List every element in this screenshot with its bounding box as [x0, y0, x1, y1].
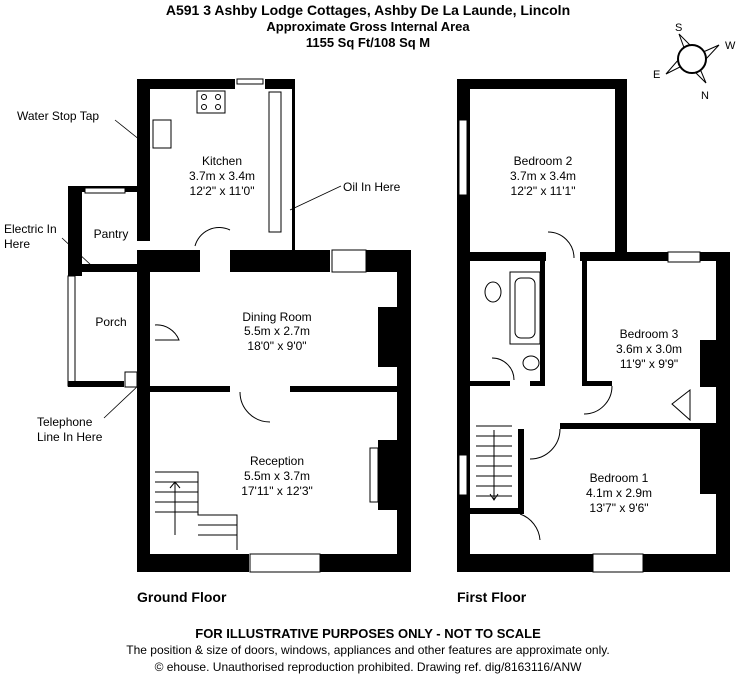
- copyright-note: © ehouse. Unauthorised reproduction proh…: [154, 660, 582, 674]
- ground-room-labels: Kitchen 3.7m x 3.4m 12'2" x 11'0" Pantry…: [94, 154, 313, 498]
- electric-here-label: Here: [4, 237, 30, 251]
- compass-n-label: N: [701, 90, 709, 102]
- bedroom3-metric: 3.6m x 3.0m: [616, 342, 682, 356]
- dining-window-icon: [331, 249, 367, 273]
- pantry-name: Pantry: [94, 227, 129, 241]
- porch-window-icon: [67, 275, 76, 387]
- cupboard-door-icon: [671, 388, 691, 422]
- compass-rose-icon: S W E N: [653, 22, 736, 102]
- bedroom1-window-icon: [592, 553, 644, 573]
- ground-floor-title: Ground Floor: [137, 589, 227, 605]
- bedroom1-metric: 4.1m x 2.9m: [586, 486, 652, 500]
- kitchen-counter-icon: [268, 91, 282, 233]
- bedroom3-window-icon: [667, 251, 701, 263]
- reception-door-swing: [239, 391, 271, 423]
- reception-window-icon: [249, 553, 321, 573]
- bedroom2-name: Bedroom 2: [514, 154, 573, 168]
- ground-floor-plan: [61, 78, 411, 573]
- gross-area: 1155 Sq Ft/108 Sq M: [305, 35, 431, 50]
- kitchen-imperial: 12'2" x 11'0": [190, 184, 255, 198]
- dining-imperial: 18'0" x 9'0": [247, 339, 306, 353]
- first-room-labels: Bedroom 2 3.7m x 3.4m 12'2" x 11'1" Bedr…: [510, 154, 682, 515]
- compass-s-label: S: [675, 22, 682, 34]
- bedroom2-metric: 3.7m x 3.4m: [510, 169, 576, 183]
- first-stairs-icon: [476, 425, 512, 501]
- dining-name: Dining Room: [242, 310, 311, 324]
- first-floor-plan: [457, 79, 730, 573]
- telephone-label: Telephone: [37, 415, 93, 429]
- compass-e-label: E: [653, 69, 660, 81]
- kitchen-window-icon: [236, 78, 264, 85]
- fireplace-icon: [369, 447, 379, 503]
- bedroom1-imperial: 13'7" x 9'6": [589, 501, 648, 515]
- hob-icon: [196, 90, 226, 114]
- dining-chimney-breast: [378, 307, 398, 367]
- ground-callouts: Water Stop Tap Oil In Here Electric In H…: [4, 109, 401, 444]
- ground-stairs-icon: [155, 471, 238, 550]
- porch-name: Porch: [95, 315, 126, 329]
- water-stop-tap-label: Water Stop Tap: [17, 109, 99, 123]
- bedroom3-imperial: 11'9" x 9'9": [620, 357, 678, 371]
- kitchen-metric: 3.7m x 3.4m: [189, 169, 255, 183]
- disclaimer: FOR ILLUSTRATIVE PURPOSES ONLY - NOT TO …: [195, 626, 541, 641]
- basin-icon: [522, 355, 540, 371]
- bedroom2-door-swing: [547, 231, 575, 259]
- bedroom3-name: Bedroom 3: [620, 327, 679, 341]
- reception-name: Reception: [250, 454, 304, 468]
- bedroom2-imperial: 12'2" x 11'1": [511, 184, 576, 198]
- plan-title: A591 3 Ashby Lodge Cottages, Ashby De La…: [165, 2, 571, 18]
- reception-imperial: 17'11" x 12'3": [241, 484, 313, 498]
- compass-w-label: W: [725, 40, 736, 52]
- kitchen-door-swing: [194, 227, 231, 247]
- porch-door-swing: [154, 324, 180, 341]
- reception-chimney-breast: [378, 440, 398, 510]
- toilet-icon: [484, 281, 502, 303]
- sink-icon: [152, 119, 172, 149]
- floor-plan-drawing: S W E N: [4, 22, 736, 605]
- plan-subtitle: Approximate Gross Internal Area: [266, 19, 470, 34]
- callout-leaders: [61, 119, 342, 419]
- accuracy-note: The position & size of doors, windows, a…: [126, 643, 610, 657]
- bedroom1-name: Bedroom 1: [590, 471, 649, 485]
- dining-metric: 5.5m x 2.7m: [244, 324, 310, 338]
- bedroom2-window-icon: [458, 119, 468, 196]
- telephone-line-label: Line In Here: [37, 430, 103, 444]
- kitchen-name: Kitchen: [202, 154, 242, 168]
- electric-in-label: Electric In: [4, 222, 57, 236]
- reception-metric: 5.5m x 3.7m: [244, 469, 310, 483]
- oil-in-label: Oil In Here: [343, 180, 401, 194]
- first-floor-title: First Floor: [457, 589, 527, 605]
